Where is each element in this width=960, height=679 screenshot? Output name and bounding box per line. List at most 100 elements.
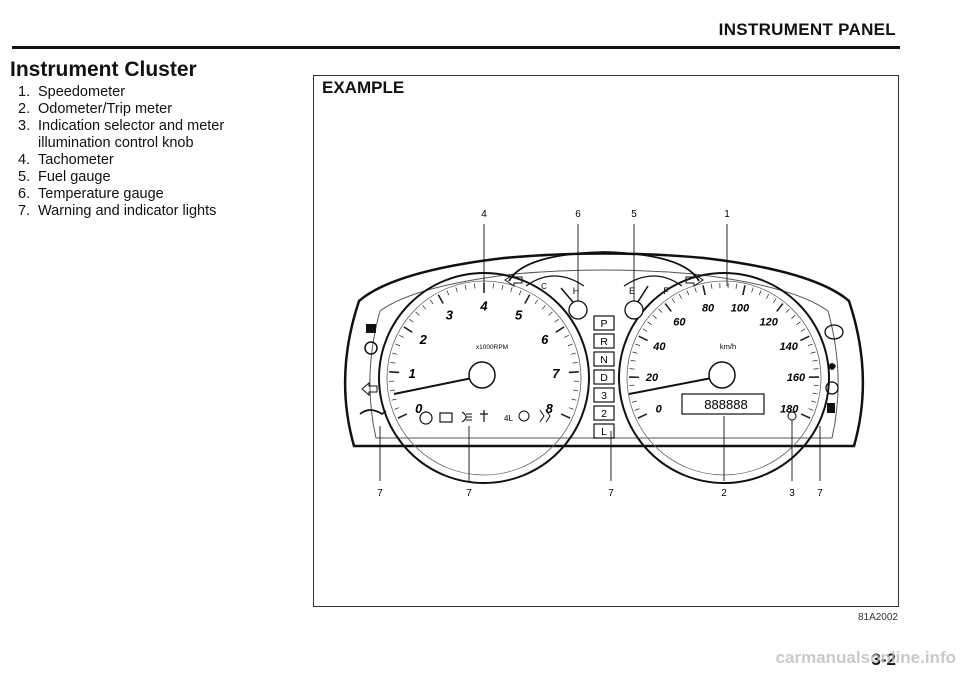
speed-scale-tick xyxy=(638,335,649,342)
item-label: Fuel gauge xyxy=(38,169,111,185)
right-warning-lights xyxy=(824,324,844,413)
speed-scale-tick xyxy=(632,351,638,354)
tach-scale-tick xyxy=(524,294,531,304)
fuel-low-icon xyxy=(827,403,835,413)
tach-scale-label: 7 xyxy=(552,366,560,381)
bottom-indicators: 4L xyxy=(419,409,551,425)
speed-scale-label: 80 xyxy=(702,303,715,315)
callout-number: 2 xyxy=(721,488,727,499)
tach-scale-tick xyxy=(446,290,450,296)
tach-scale-tick xyxy=(415,311,420,316)
item-number: 6. xyxy=(18,186,31,202)
tach-scale-label: 4 xyxy=(479,299,488,314)
item-number: 4. xyxy=(18,152,31,168)
tach-scale-tick xyxy=(464,284,467,290)
speed-scale-tick xyxy=(800,413,811,419)
item-number: 2. xyxy=(18,101,31,117)
tach-scale-tick xyxy=(390,361,396,364)
item-label: Tachometer xyxy=(38,152,114,168)
tach-scale-tick xyxy=(399,334,404,338)
fuel-full-label: F xyxy=(663,286,669,296)
gear-box xyxy=(593,333,615,349)
speed-scale-label: 100 xyxy=(731,303,750,315)
slip-indicator-icon xyxy=(539,409,551,423)
tach-scale-tick xyxy=(422,305,427,310)
cluster-housing xyxy=(343,252,865,448)
speed-scale-tick xyxy=(785,308,790,313)
tach-needle xyxy=(393,375,483,395)
speed-scale-tick xyxy=(800,328,806,332)
tach-scale-tick xyxy=(403,326,413,334)
speed-unit: km/h xyxy=(720,342,736,351)
temp-hub xyxy=(568,300,588,320)
speed-scale-tick xyxy=(634,408,640,411)
temp-cold-label: C xyxy=(541,282,547,291)
4wd-high-icon xyxy=(480,410,488,422)
speed-scale-label: 120 xyxy=(759,316,778,328)
tach-scale-tick xyxy=(573,389,579,392)
speed-scale-tick xyxy=(702,285,706,296)
speed-scale-tick xyxy=(812,392,818,395)
tach-unit: x1000RPM xyxy=(476,344,508,351)
gear-box xyxy=(593,315,615,331)
odometer-value: 888888 xyxy=(704,397,747,412)
left-warning-lights xyxy=(359,324,387,415)
oil-pressure-icon xyxy=(359,409,387,415)
fuel-hub xyxy=(624,300,644,320)
temp-hot-label: H xyxy=(573,286,580,296)
tach-scale-tick xyxy=(534,299,539,305)
example-label: EXAMPLE xyxy=(322,78,405,97)
gear-box xyxy=(593,423,615,439)
callout-number: 1 xyxy=(724,209,730,220)
speed-scale-tick xyxy=(808,408,814,411)
abs-icon xyxy=(824,324,844,340)
speed-scale-tick xyxy=(810,400,816,403)
list-item: 1.Speedometer xyxy=(18,84,300,101)
tach-scale-tick xyxy=(492,283,494,289)
item-label: Warning and indicator lights xyxy=(38,203,217,219)
tach-scale-tick xyxy=(548,311,553,316)
fuel-empty-label: E xyxy=(629,286,635,296)
callout-lines xyxy=(379,224,821,481)
speed-scale-label: 140 xyxy=(779,341,798,353)
list-item: 2.Odometer/Trip meter xyxy=(18,101,300,118)
tach-scale-label: 0 xyxy=(415,401,423,416)
speed-scale-tick xyxy=(630,359,636,362)
tach-scale-tick xyxy=(518,290,522,296)
headlight-icon xyxy=(461,411,472,423)
tach-scale-tick xyxy=(397,413,408,419)
callout-number: 3 xyxy=(789,488,795,499)
tach-scale-tick xyxy=(510,287,513,293)
tach-scale-label: 2 xyxy=(419,332,428,347)
speed-scale-tick xyxy=(758,290,762,296)
section-title: Instrument Cluster xyxy=(10,58,197,81)
tach-scale-tick xyxy=(564,334,569,338)
speed-hub xyxy=(708,361,736,389)
tach-scale-tick xyxy=(389,389,395,392)
tach-scale-label: 1 xyxy=(409,366,416,381)
gear-label: 3 xyxy=(601,390,607,402)
speed-scale-label: 40 xyxy=(652,341,666,353)
list-item: 6.Temperature gauge xyxy=(18,186,300,203)
temperature-gauge: C H xyxy=(504,273,588,320)
header-title: INSTRUMENT PANEL xyxy=(718,20,896,39)
gear-label: N xyxy=(600,354,608,366)
4wd-low-icon: 4L xyxy=(504,414,513,423)
gear-box xyxy=(593,351,615,367)
tach-scale-tick xyxy=(572,361,578,364)
item-number: 3. xyxy=(18,118,31,134)
tach-scale-tick xyxy=(568,407,574,410)
page-header: INSTRUMENT PANEL xyxy=(12,20,900,49)
list-item: 7.Warning and indicator lights xyxy=(18,203,300,220)
speed-scale-tick xyxy=(671,298,675,303)
speed-scale-tick xyxy=(658,308,663,313)
speed-scale-tick xyxy=(710,283,713,289)
speed-scale-tick xyxy=(791,314,796,319)
speed-scale-tick xyxy=(694,287,697,293)
figure-code: 81A2002 xyxy=(857,612,898,623)
cluster-inner-rim xyxy=(369,269,839,439)
tach-scale-tick xyxy=(568,370,579,374)
speed-scale-tick xyxy=(735,283,738,289)
